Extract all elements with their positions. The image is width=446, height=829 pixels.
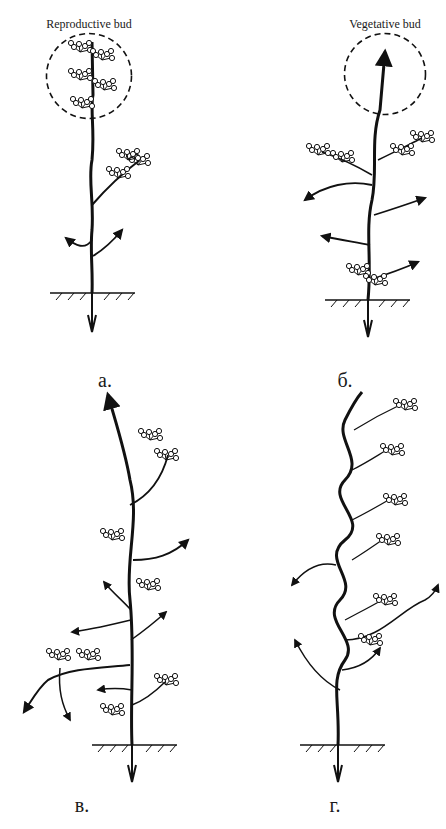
dashed-circle-outline: [47, 34, 132, 119]
bud-region: Reproductive bud: [45, 32, 133, 120]
dashed-circle-outline: [345, 34, 426, 115]
panel-letter: б.: [337, 370, 352, 390]
plant-v: [24, 395, 188, 782]
dashed-circle: [343, 32, 427, 116]
plant-b: [305, 52, 435, 337]
bud-region: Vegetative bud: [343, 32, 427, 116]
dashed-circle: [45, 32, 133, 120]
panel-letter: в.: [75, 795, 89, 815]
plant-g: [292, 392, 438, 782]
panel-letter: г.: [330, 795, 341, 815]
bud-label: Reproductive bud: [44, 18, 134, 31]
bud-label: Vegetative bud: [345, 18, 425, 31]
panel-letter: а.: [98, 370, 112, 390]
plant-a: [50, 40, 151, 332]
